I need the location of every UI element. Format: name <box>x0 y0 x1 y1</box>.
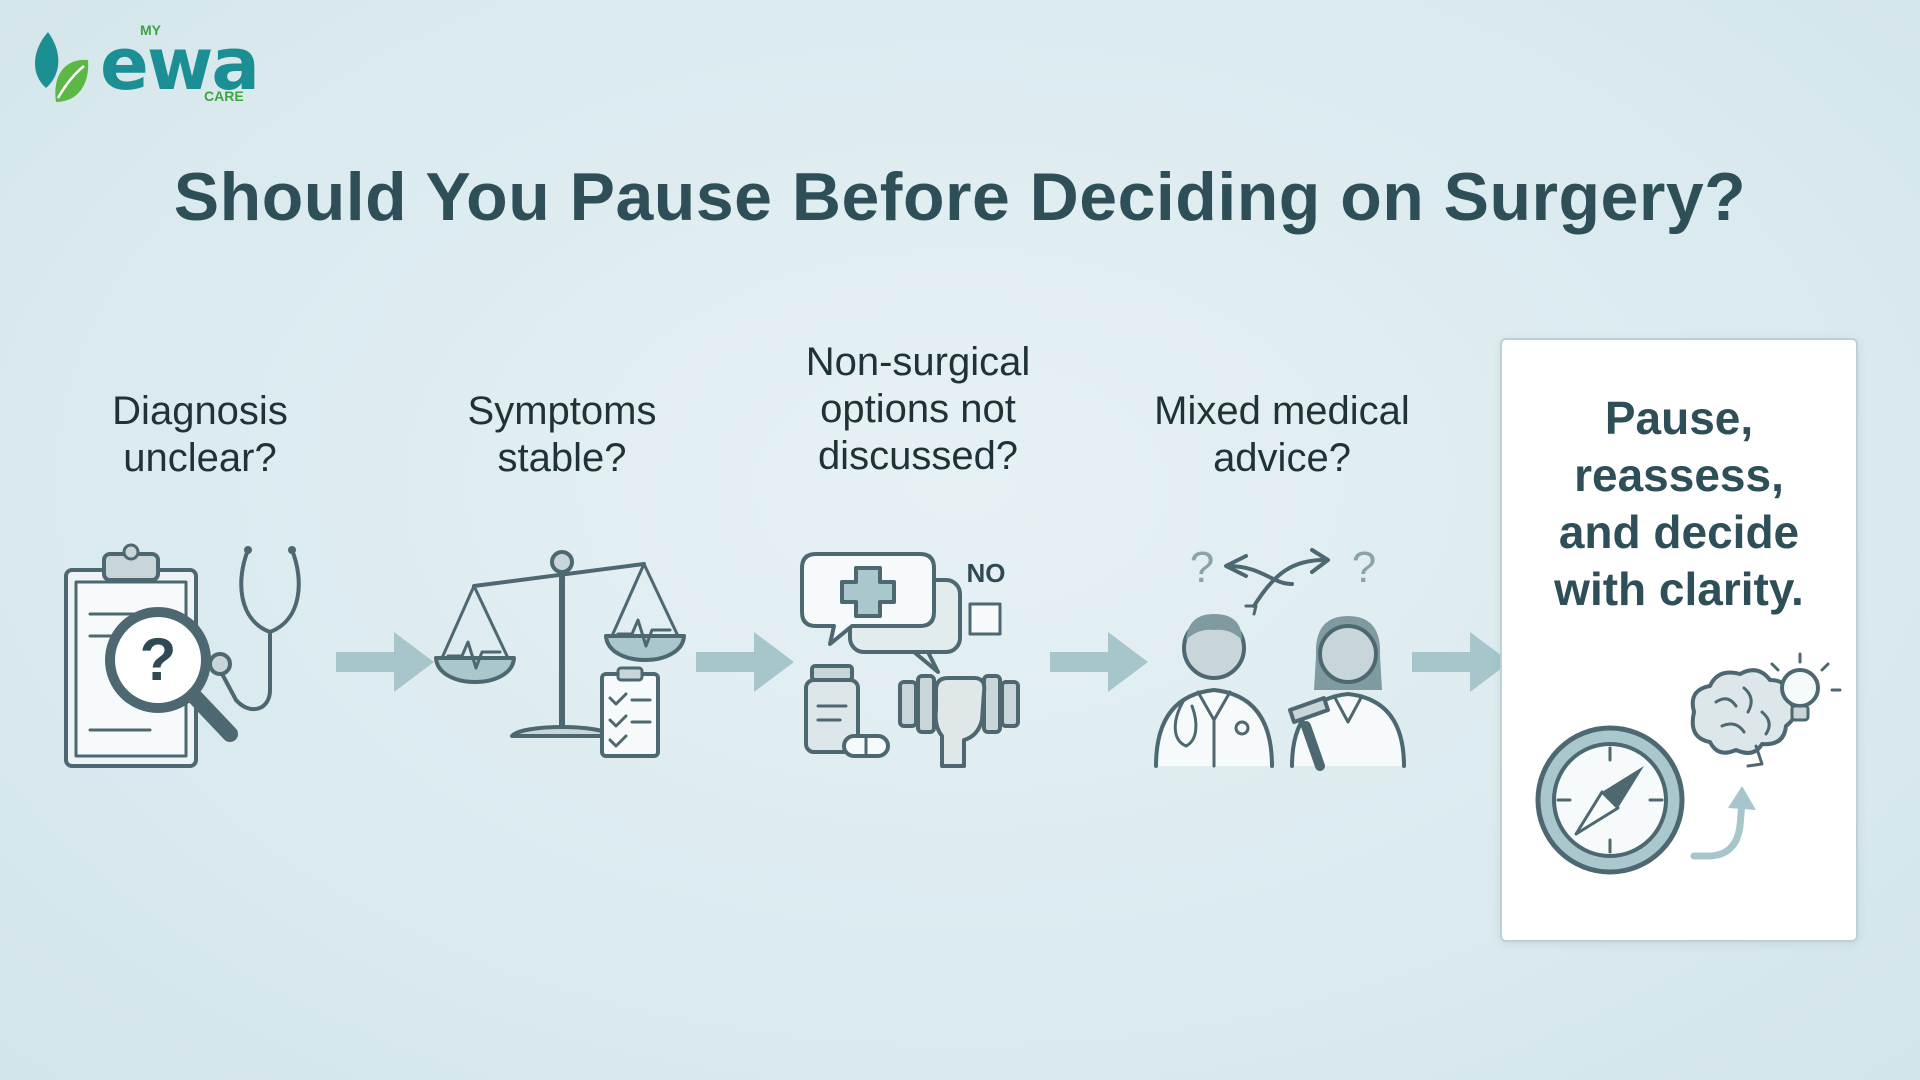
logo-prefix: MY <box>140 22 161 38</box>
compass-brain-lightbulb-icon <box>1535 652 1842 875</box>
balance-scale-checklist-icon <box>434 550 686 758</box>
page-title: Should You Pause Before Deciding on Surg… <box>173 159 1747 235</box>
step-label: Non-surgical options not discussed? <box>805 339 1031 478</box>
conclusion-card: Pause, reassess, and decide with clarity… <box>1500 338 1858 942</box>
conclusion-text: Pause, reassess, and decide with clarity… <box>1554 392 1804 615</box>
question-mark: ? <box>1352 543 1376 592</box>
no-badge: NO <box>967 558 1006 588</box>
arrow-right-icon <box>336 632 434 692</box>
brand-logo: MY ewa CARE <box>30 18 270 108</box>
step-non-surgical-options: Non-surgical options not discussed? NO <box>758 340 1078 768</box>
svg-text:?: ? <box>140 626 177 693</box>
step-label: Mixed medical advice? <box>1154 389 1410 480</box>
step-symptoms: Symptoms stable? <box>402 360 722 758</box>
arrow-right-icon <box>1050 632 1148 692</box>
step-label: Diagnosis unclear? <box>112 389 288 480</box>
step-diagnosis: Diagnosis unclear? ? <box>40 360 360 768</box>
arrow-right-icon <box>1412 632 1510 692</box>
arrow-right-icon <box>696 632 794 692</box>
step-mixed-advice: Mixed medical advice? ? ? <box>1122 360 1442 771</box>
question-mark: ? <box>1190 543 1214 592</box>
leaf-logo-icon <box>34 32 89 102</box>
logo-name: ewa <box>100 22 260 106</box>
two-doctors-arrows-icon: ? ? <box>1154 543 1406 771</box>
step-label: Symptoms stable? <box>467 389 657 480</box>
clipboard-magnifier-stethoscope-icon: ? <box>64 543 301 768</box>
logo-suffix: CARE <box>204 88 244 104</box>
chat-medicine-dumbbell-icon: NO <box>800 552 1020 768</box>
